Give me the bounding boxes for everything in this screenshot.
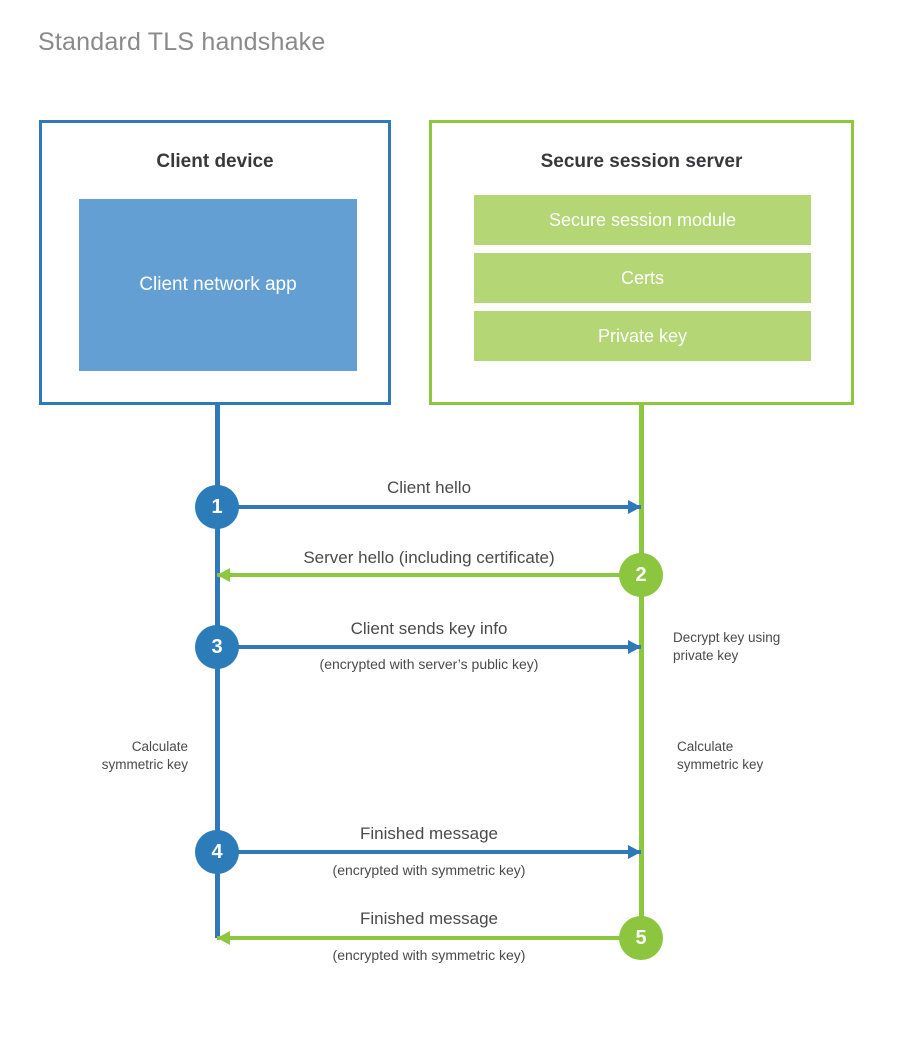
server-module-secure-session: Secure session module xyxy=(474,195,811,245)
message-line-3 xyxy=(217,645,641,649)
message-label-2: Server hello (including certificate) xyxy=(303,548,555,567)
step-circle-5[interactable]: 5 xyxy=(619,916,663,960)
message-line-1 xyxy=(217,505,641,509)
arrow-head-2 xyxy=(217,568,230,582)
client-device-title: Client device xyxy=(156,151,274,172)
arrow-head-5 xyxy=(217,931,230,945)
message-sublabel-5: (encrypted with symmetric key) xyxy=(332,947,526,963)
message-sublabel-3: (encrypted with server’s public key) xyxy=(319,656,539,672)
arrow-head-3 xyxy=(628,640,641,654)
message-label-5: Finished message xyxy=(360,909,498,928)
message-sublabel-4: (encrypted with symmetric key) xyxy=(332,862,526,878)
step-circle-4[interactable]: 4 xyxy=(195,830,239,874)
client-network-app-box: Client network app xyxy=(79,199,357,371)
message-line-2 xyxy=(217,573,641,577)
secure-session-server-box: Secure session server Secure session mod… xyxy=(429,120,854,405)
client-device-box: Client device Client network app xyxy=(39,120,391,405)
server-module-certs: Certs xyxy=(474,253,811,303)
arrow-head-1 xyxy=(628,500,641,514)
message-label-4: Finished message xyxy=(360,824,498,843)
secure-session-server-title: Secure session server xyxy=(540,151,743,172)
message-label-3: Client sends key info xyxy=(350,619,508,638)
client-lifeline xyxy=(215,405,220,938)
message-label-1: Client hello xyxy=(386,478,472,497)
step-circle-1[interactable]: 1 xyxy=(195,485,239,529)
server-module-private-key: Private key xyxy=(474,311,811,361)
server-module-list: Secure session module Certs Private key xyxy=(474,195,811,369)
message-line-5 xyxy=(217,936,641,940)
arrow-head-4 xyxy=(628,845,641,859)
message-line-4 xyxy=(217,850,641,854)
page-title: Standard TLS handshake xyxy=(38,28,326,56)
server-lifeline xyxy=(639,405,644,938)
step-circle-3[interactable]: 3 xyxy=(195,625,239,669)
step-circle-2[interactable]: 2 xyxy=(619,553,663,597)
